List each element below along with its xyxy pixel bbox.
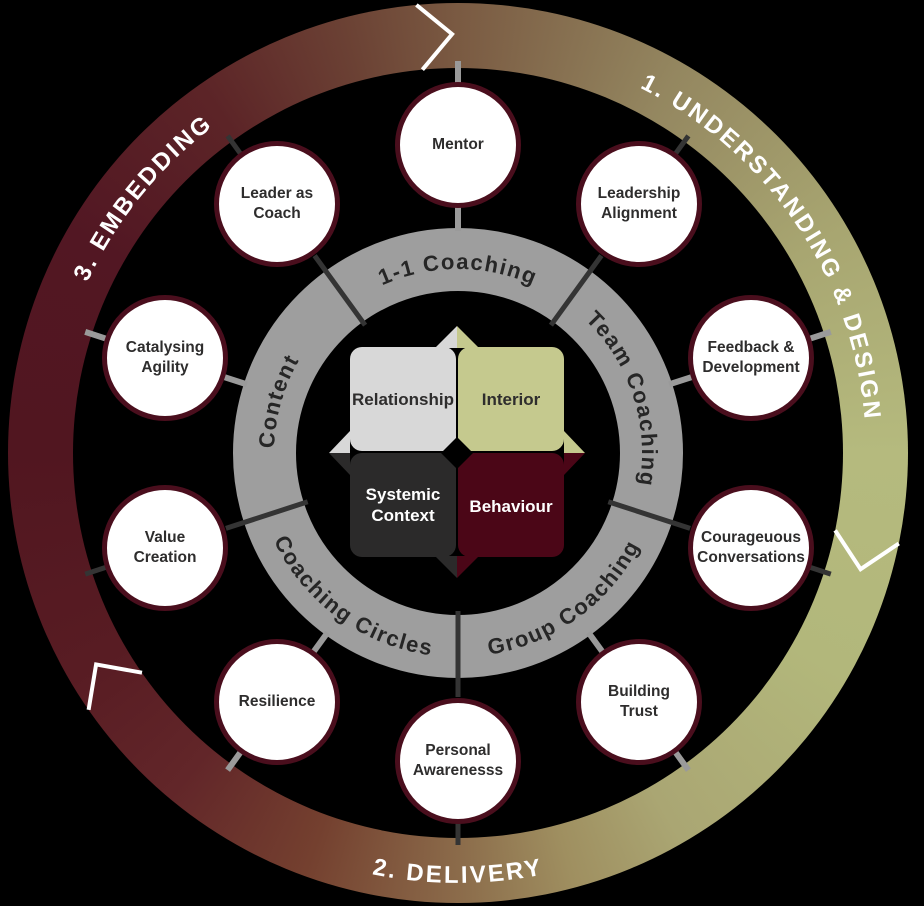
phase-label-embedding: 3. EMBEDDING — [68, 109, 217, 285]
quadrant-label-systemic: Systemic — [366, 485, 441, 504]
center-quadrants: Relationship Interior Systemic Context B… — [329, 326, 585, 578]
midpoint-connector-lines — [84, 61, 832, 772]
center-diamond — [441, 437, 473, 469]
quadrant-behaviour — [458, 453, 564, 557]
clockwise-chevron-icon — [415, 3, 455, 71]
clockwise-chevron-icon — [833, 529, 900, 572]
quadrant-label-relationship: Relationship — [352, 390, 454, 409]
boundary-connector-lines — [84, 134, 832, 845]
quadrant-relationship — [350, 347, 456, 451]
quadrant-label-interior: Interior — [482, 390, 541, 409]
clockwise-chevron-icon — [86, 662, 143, 711]
quadrant-label-behaviour: Behaviour — [469, 497, 553, 516]
phase-label-delivery: 2. DELIVERY — [371, 854, 545, 889]
quadrant-systemic-context — [350, 453, 456, 557]
quadrant-label-context: Context — [371, 506, 435, 525]
node-resilience: Resilience — [214, 639, 340, 765]
quadrant-arrow-points — [329, 326, 585, 578]
quadrant-interior — [458, 347, 564, 451]
node-mentor: Mentor — [395, 82, 521, 208]
node-feedback-development: Feedback &Development — [688, 295, 814, 421]
